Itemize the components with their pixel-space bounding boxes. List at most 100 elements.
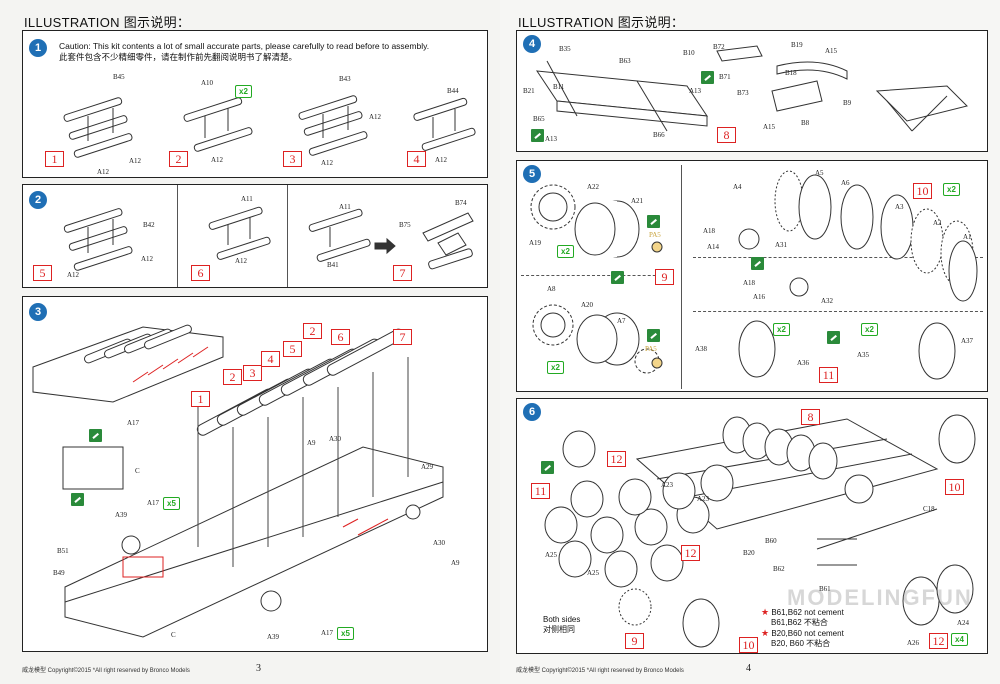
cement-icon: [531, 129, 544, 142]
part-label: A12: [369, 113, 382, 121]
copyright-footer: 威龙模型 Copyright©2015 *All right reserved …: [516, 668, 684, 674]
cement-warning-note: ★ B61,B62 not cement B61,B62 不粘合 ★ B20,B…: [761, 607, 844, 649]
sub-step-6: 6: [191, 265, 210, 281]
caution-note: Caution: This kit contents a lot of smal…: [59, 41, 429, 63]
note-text-cn: B61,B62 不粘合: [771, 618, 828, 627]
callout-8: 8: [717, 127, 736, 143]
page-header: ILLUSTRATION 图示说明：: [518, 15, 685, 30]
part-label: A31: [775, 241, 788, 249]
part-label: A29: [421, 463, 434, 471]
part-label: B62: [773, 565, 785, 573]
part-label: A39: [267, 633, 280, 641]
sub-step-7: 7: [393, 265, 412, 281]
part-label: A2: [933, 219, 942, 227]
callout-4: 4: [261, 351, 280, 367]
quantity-badge: x2: [547, 361, 564, 374]
callout-2: 2: [223, 369, 242, 385]
callout-8: 8: [801, 409, 820, 425]
page-number: 4: [746, 663, 751, 674]
step5-drawing: [530, 170, 978, 380]
step5-panel: 5: [516, 160, 988, 392]
part-label: A12: [67, 271, 80, 279]
step3-panel: 3: [22, 296, 488, 652]
callout-11: 11: [819, 367, 838, 383]
part-label: C: [135, 467, 140, 475]
step-number-badge: 4: [523, 35, 541, 53]
part-label: A18: [743, 279, 756, 287]
sub-step-5: 5: [33, 265, 52, 281]
part-label: A25: [587, 569, 600, 577]
step-number-badge: 5: [523, 165, 541, 183]
part-label: B60: [765, 537, 777, 545]
part-label: A21: [631, 197, 644, 205]
divider: [287, 185, 288, 287]
sub-step-2: 2: [169, 151, 188, 167]
part-label: A11: [241, 195, 253, 203]
part-label: B8: [801, 119, 810, 127]
part-label: B21: [523, 87, 535, 95]
callout-10b: 10: [739, 637, 758, 653]
step3-drawing: [32, 324, 444, 638]
step2-panel: 2 5 B42 A12 A12 6 A11 A12 7 A11 B41 B74 …: [22, 184, 488, 288]
part-label: A12: [129, 157, 142, 165]
callout-12: 12: [607, 451, 626, 467]
sub-step-3: 3: [283, 151, 302, 167]
part-label: A39: [115, 511, 128, 519]
manual-page-right: ILLUSTRATION 图示说明： 4 8 B35 B10 B72 B19 A…: [500, 0, 1000, 684]
note-text-en: Both sides: [543, 615, 581, 624]
page-number: 3: [256, 663, 261, 674]
part-label: A9: [451, 559, 460, 567]
part-label: B9: [843, 99, 852, 107]
cement-icon: [89, 429, 102, 442]
quantity-badge: x2: [773, 323, 790, 336]
part-label: A32: [821, 297, 834, 305]
cement-icon: [647, 215, 660, 228]
dashed-divider: [693, 257, 983, 258]
part-label: A36: [797, 359, 810, 367]
callout-5: 5: [283, 341, 302, 357]
part-label: B43: [339, 75, 351, 83]
part-label: B35: [559, 45, 571, 53]
watermark: MODELINGFUN: [787, 585, 973, 610]
callout-11: 11: [531, 483, 550, 499]
callout-7: 7: [393, 329, 412, 345]
star-icon: ★: [761, 628, 770, 638]
part-label: A5: [815, 169, 824, 177]
step-number-badge: 1: [29, 39, 47, 57]
part-label: A12: [141, 255, 154, 263]
part-label: A24: [957, 619, 970, 627]
part-label: B51: [57, 547, 69, 555]
part-label: B11: [553, 83, 565, 91]
callout-12b: 12: [681, 545, 700, 561]
note-text-en: B20,B60 not cement: [771, 629, 844, 638]
callout-10: 10: [945, 479, 964, 495]
part-label: A12: [435, 156, 448, 164]
step-number-badge: 2: [29, 191, 47, 209]
callout-2b: 2: [303, 323, 322, 339]
part-label: A12: [235, 257, 248, 265]
part-label: A23: [661, 481, 674, 489]
step6-panel: 6: [516, 398, 988, 654]
part-label: B61: [819, 585, 831, 593]
quantity-badge: x5: [337, 627, 354, 640]
part-label: A9: [307, 439, 316, 447]
callout-10: 10: [913, 183, 932, 199]
part-label: A11: [339, 203, 351, 211]
part-label: A7: [617, 317, 626, 325]
quantity-badge: x2: [235, 85, 252, 98]
step4-panel: 4 8 B35 B10 B72 B19 A15 B21 B63 B18 B11 …: [516, 30, 988, 152]
both-sides-note: Both sides 对侧相同: [543, 615, 580, 635]
part-label: B71: [719, 73, 731, 81]
part-label: B66: [653, 131, 665, 139]
part-label: A37: [961, 337, 974, 345]
part-label: A17: [147, 499, 160, 507]
part-label: C: [171, 631, 176, 639]
dashed-divider: [693, 311, 983, 312]
cement-icon: [751, 257, 764, 270]
manual-page-left: ILLUSTRATION 图示说明： 1 Caution: This kit c…: [0, 0, 500, 684]
callout-9: 9: [625, 633, 644, 649]
callout-12c: 12: [929, 633, 948, 649]
part-label: A20: [581, 301, 594, 309]
quantity-badge: x4: [951, 633, 968, 646]
star-icon: ★: [761, 607, 770, 617]
